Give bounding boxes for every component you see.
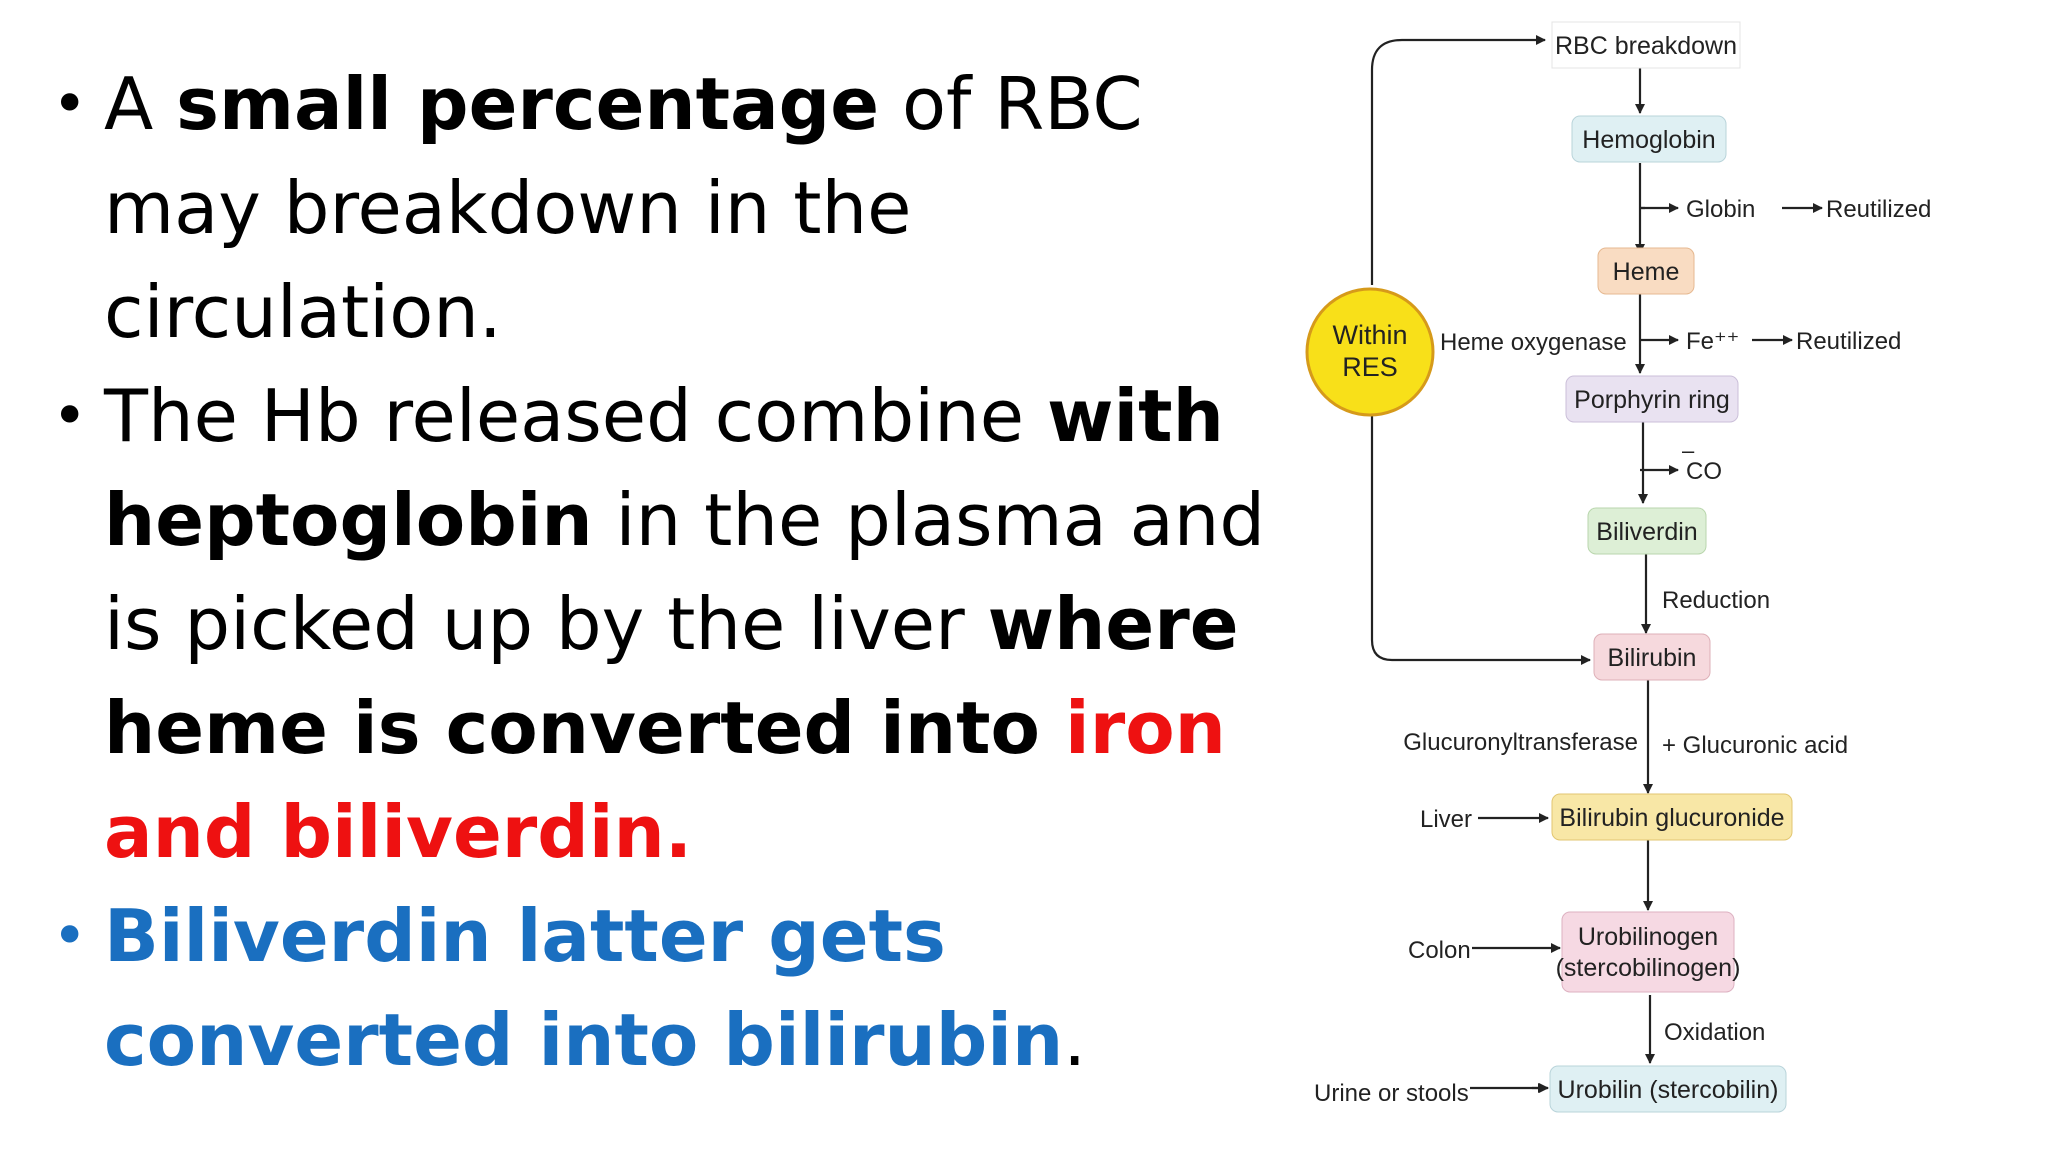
node-rbc-breakdown: RBC breakdown [1555,32,1737,60]
label-reutilized: Reutilized [1826,196,1931,223]
bullet-1: •A small percentage of RBC may breakdown… [52,52,1272,364]
node-urobilin: Urobilin (stercobilin) [1558,1076,1779,1104]
node-bilirubin: Bilirubin [1608,644,1697,672]
node-biliverdin: Biliverdin [1596,518,1697,546]
bullet-dot: • [52,69,88,139]
node-urobilinogen: Urobilinogen [1578,923,1718,951]
pathway-svg: Within RES RBC breakdown Hemoglobin Heme… [1305,21,1931,1113]
label-heme-oxygenase: Heme oxygenase [1440,329,1627,356]
label-glucuronic-acid: + Glucuronic acid [1662,732,1848,759]
nodes: RBC breakdown Hemoglobin Heme Porphyrin … [1549,21,1793,1113]
bilirubin-pathway-diagram: Within RES RBC breakdown Hemoglobin Heme… [1290,10,2030,1150]
label-co: CO [1686,458,1722,485]
bullet-dot: • [52,381,88,451]
res-circle-label: Within [1332,320,1407,350]
label-glucuronyltransferase: Glucuronyltransferase [1403,729,1638,756]
label-co-sign: – [1682,438,1695,463]
label-urine-or-stools: Urine or stools [1314,1080,1469,1107]
side-labels: Globin Reutilized Heme oxygenase Fe⁺⁺ Re… [1314,196,1931,1107]
bullet-dot: • [52,901,88,971]
label-oxidation: Oxidation [1664,1019,1765,1046]
label-reduction: Reduction [1662,587,1770,614]
node-bilirubin-glucuronide: Bilirubin glucuronide [1559,804,1784,832]
label-colon: Colon [1408,937,1471,964]
label-globin: Globin [1686,196,1755,223]
label-fe: Fe⁺⁺ [1686,328,1739,355]
res-circle-label: RES [1342,352,1398,382]
bullet-3: •Biliverdin latter gets converted into b… [52,884,1272,1092]
node-hemoglobin: Hemoglobin [1582,126,1715,154]
label-reutilized: Reutilized [1796,328,1901,355]
main-arrows [1370,35,1823,1093]
bullet-2: •The Hb released combine with heptoglobi… [52,364,1272,884]
node-porphyrin-ring: Porphyrin ring [1574,386,1730,414]
slide-text: •A small percentage of RBC may breakdown… [52,52,1272,1092]
node-heme: Heme [1613,258,1680,286]
label-liver: Liver [1420,806,1472,833]
node-stercobilinogen: (stercobilinogen) [1556,954,1741,982]
res-circle: Within RES [1305,287,1435,417]
